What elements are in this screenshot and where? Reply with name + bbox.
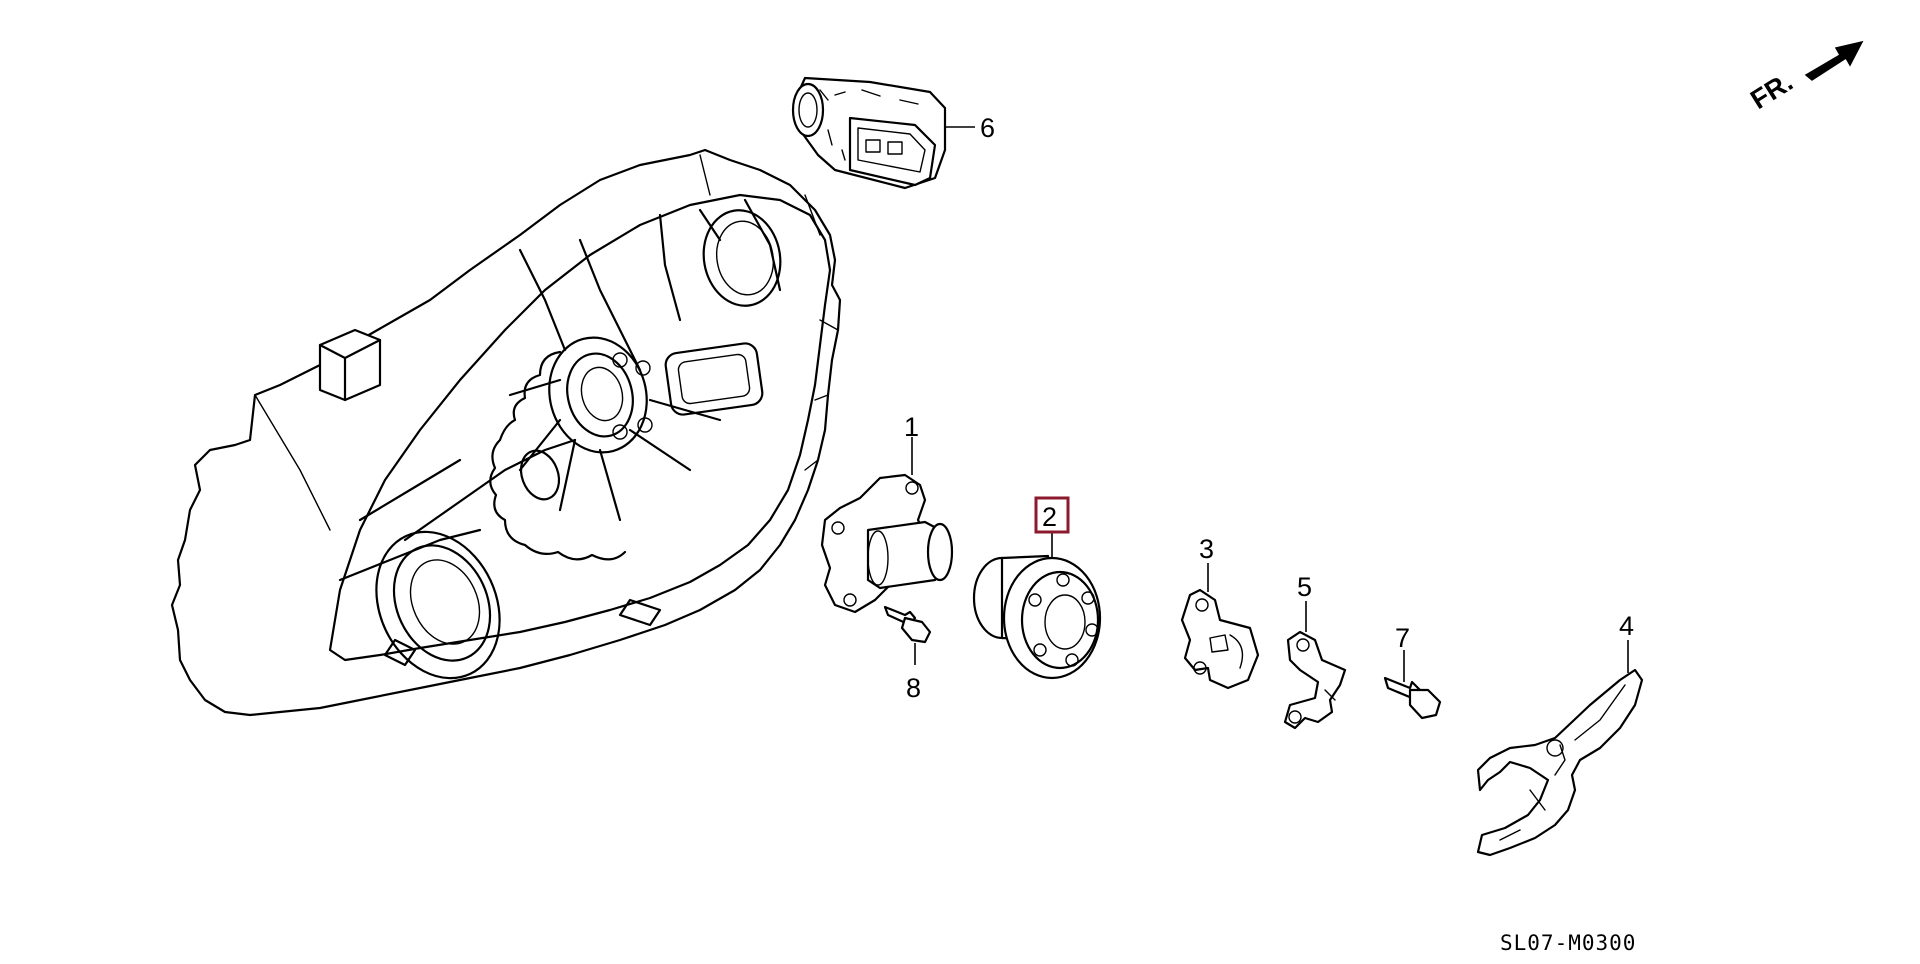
callout-2: 2 <box>1042 502 1057 532</box>
callout-1: 1 <box>904 412 919 442</box>
part-release-fork <box>1476 668 1644 857</box>
direction-label: FR. <box>1745 67 1798 115</box>
part-clamp-bracket-a <box>1180 588 1260 690</box>
part-release-bearing <box>972 554 1102 680</box>
diagram-code: SL07-M0300 <box>1500 931 1636 955</box>
callout-6: 6 <box>980 113 995 143</box>
part-clamp-bracket-b <box>1283 630 1347 730</box>
callout-8: 8 <box>906 673 921 703</box>
part-flange-bolt <box>1383 676 1442 720</box>
part-guide-bolt <box>883 605 932 644</box>
callout-3: 4 <box>1619 611 1634 641</box>
callout-5: 5 <box>1297 572 1312 602</box>
clutch-housing <box>170 148 842 717</box>
front-arrow-icon <box>1804 40 1864 81</box>
part-connector-cover <box>791 76 947 190</box>
highlight-box <box>1034 496 1070 534</box>
part-guide-sleeve <box>820 473 954 614</box>
callout-4: 3 <box>1199 534 1214 564</box>
front-direction-indicator: FR. <box>1745 40 1864 115</box>
callout-7: 7 <box>1395 623 1410 653</box>
